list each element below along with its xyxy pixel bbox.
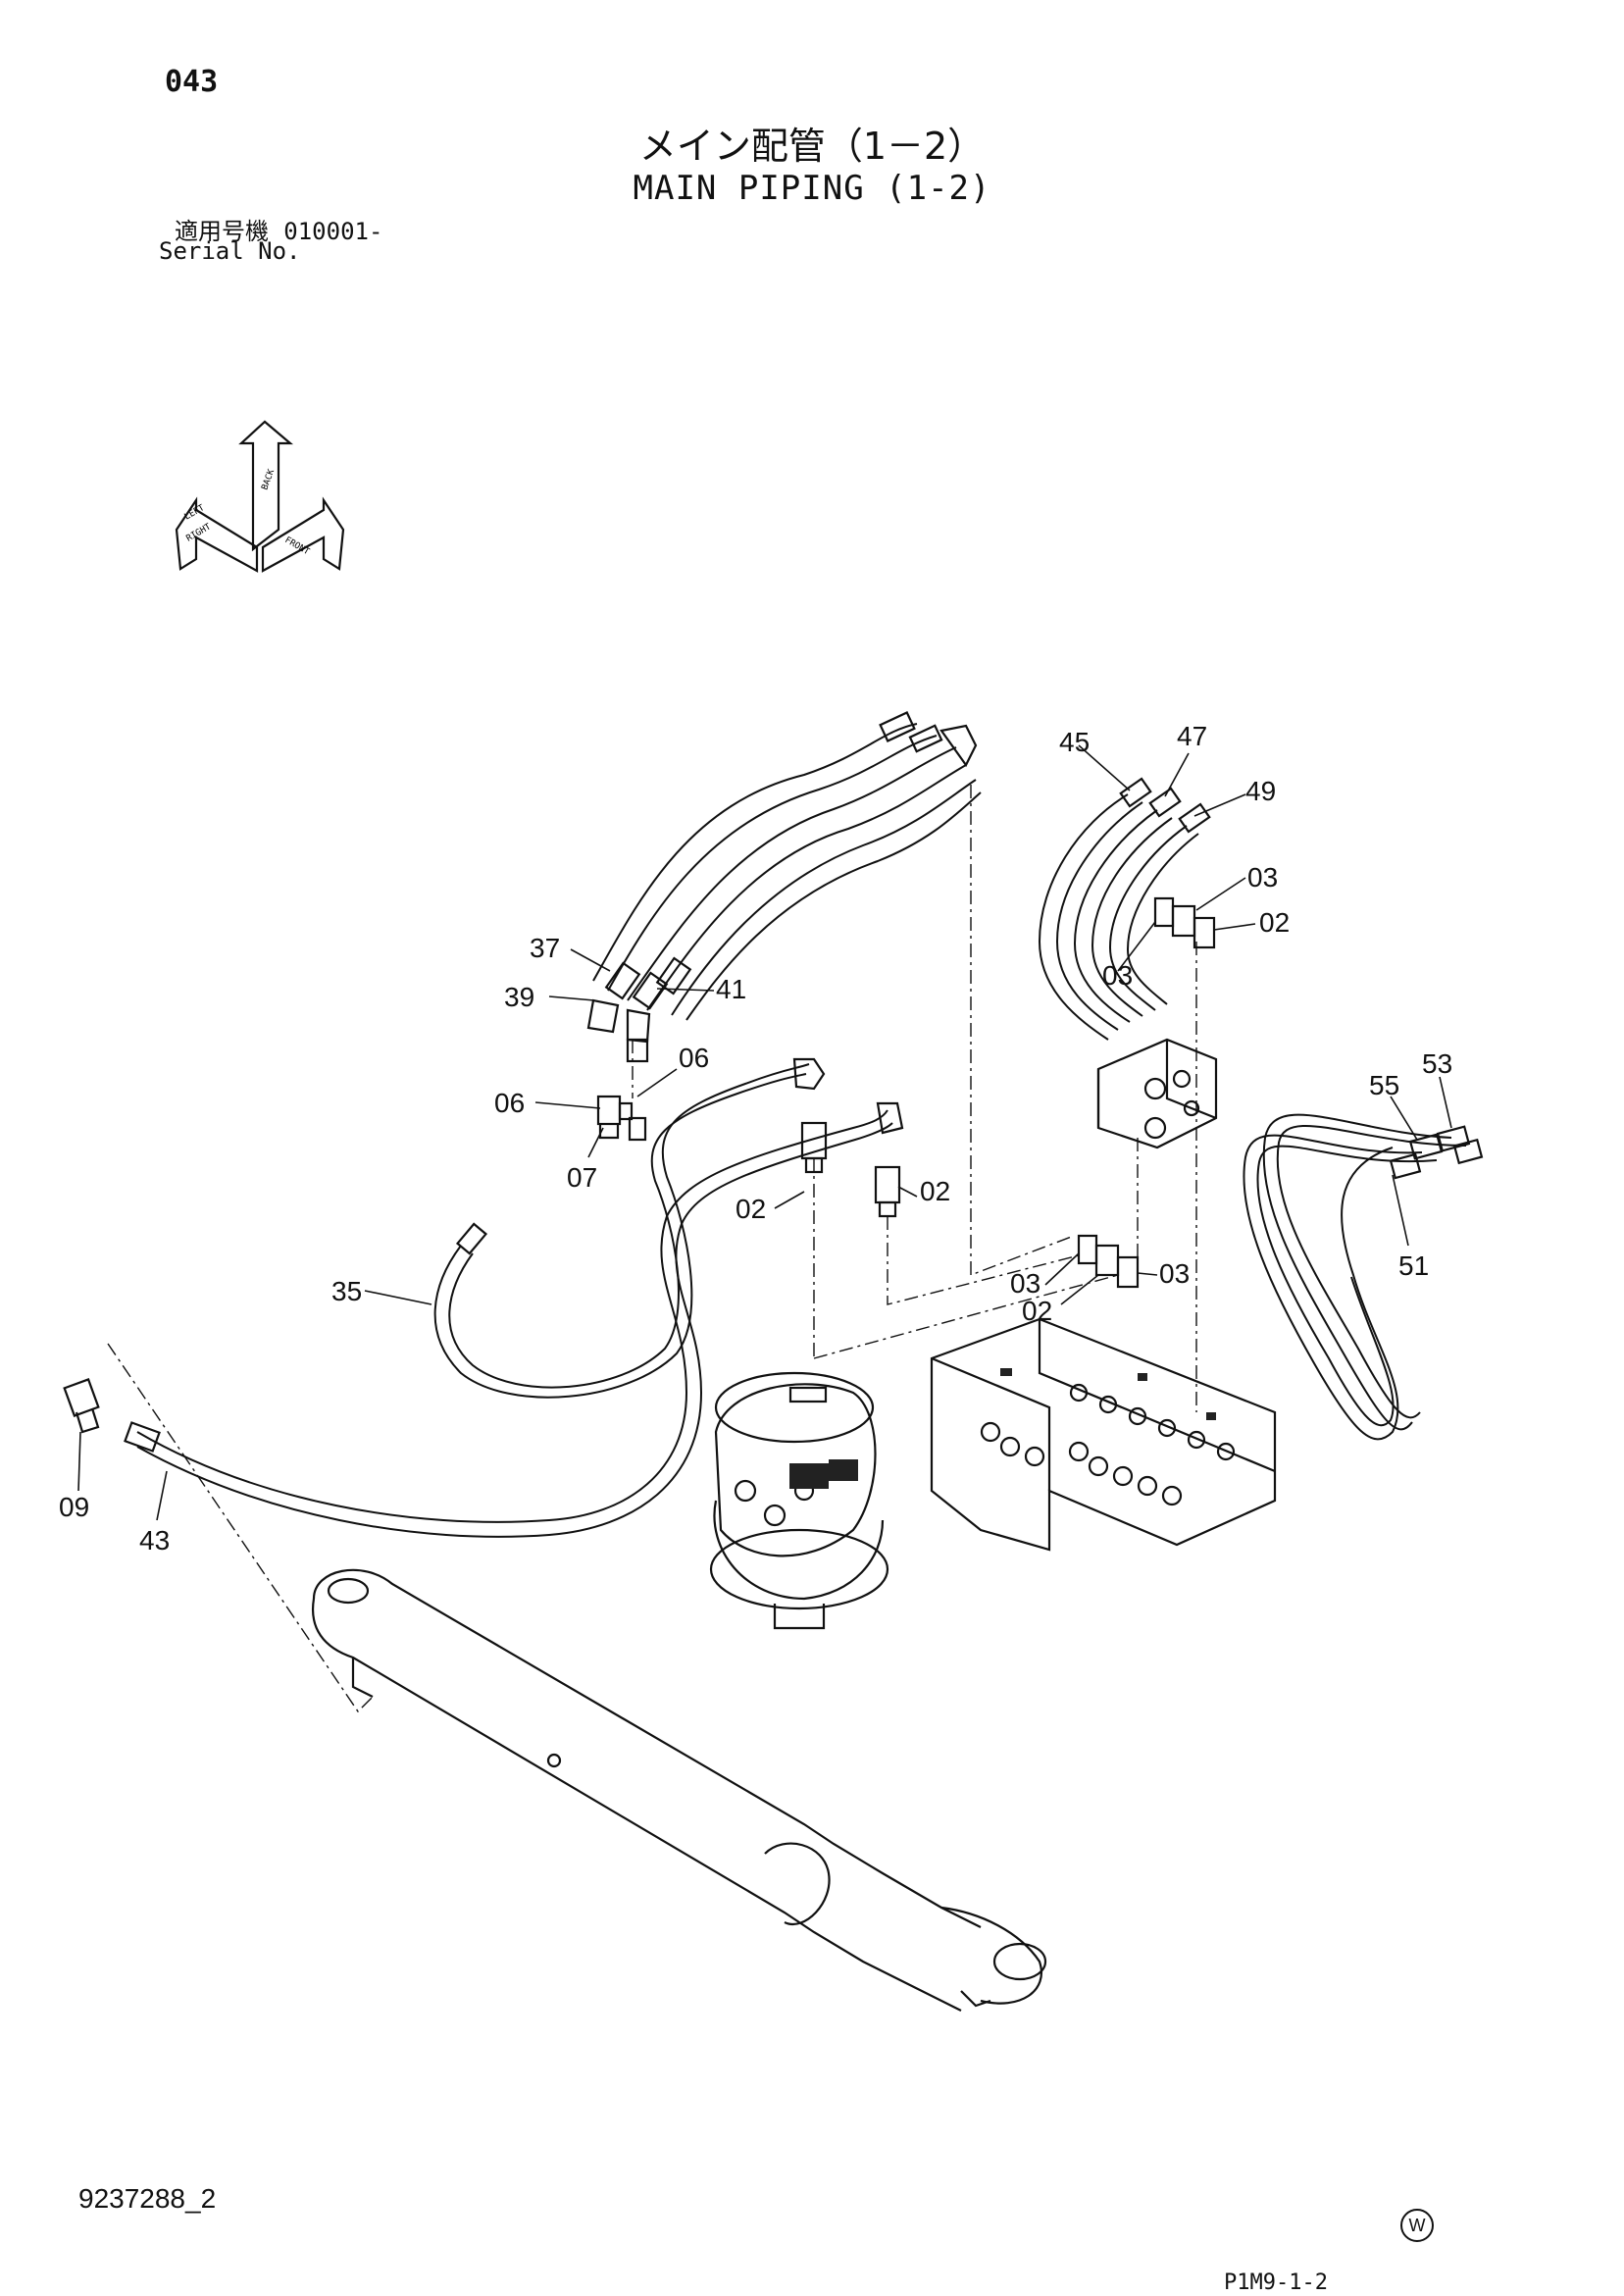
callout-02-upper-right: 02 (1259, 907, 1290, 938)
swing-motor (709, 1371, 889, 1630)
arrow-label-right: RIGHT (185, 522, 214, 543)
callout-53: 53 (1422, 1048, 1452, 1079)
document-id: 9237288_2 (78, 2183, 217, 2214)
callout-41: 41 (716, 974, 746, 1004)
callout-47: 47 (1177, 721, 1207, 751)
callout-06-left: 06 (494, 1088, 525, 1118)
hose-35 (433, 1057, 826, 1399)
serial-value: 010001- (283, 218, 383, 245)
fitting-group-06-07 (596, 1095, 647, 1142)
arrow-label-back: BACK (260, 468, 277, 491)
callout-49: 49 (1245, 776, 1276, 806)
callout-37: 37 (530, 933, 560, 963)
manifold-block (1096, 1038, 1218, 1149)
callout-03-mid-right: 03 (1159, 1258, 1190, 1289)
serial-label-english: Serial No. (159, 237, 301, 265)
fitting-02-right (874, 1165, 901, 1218)
svg-text:RIGHT: RIGHT (185, 522, 214, 543)
page-code: P1M9-1-2 (1224, 2270, 1328, 2295)
svg-text:BACK: BACK (260, 468, 277, 491)
callout-35: 35 (331, 1276, 362, 1306)
callout-43: 43 (139, 1525, 170, 1556)
page-title-japanese: メイン配管（1－2） (638, 125, 986, 168)
callout-02-mid-lower: 02 (1022, 1296, 1052, 1326)
orientation-arrows-icon: LEFT RIGHT BACK FRONT (175, 420, 345, 573)
page-title-english: MAIN PIPING (1-2) (633, 169, 991, 208)
callout-07: 07 (567, 1162, 597, 1193)
callout-51: 51 (1398, 1250, 1429, 1281)
assembly-lines (107, 785, 1197, 1713)
hydraulic-cylinder (311, 1568, 1047, 2012)
hose-bundle-upper-right (1038, 777, 1211, 1041)
callout-03-mid-left: 03 (1010, 1268, 1040, 1299)
arrow-label-front: FRONT (283, 536, 312, 557)
serial-label-japanese: 適用号機 (175, 218, 269, 245)
control-valve (930, 1317, 1277, 1552)
callout-03-upper-left: 03 (1102, 960, 1133, 991)
svg-text:FRONT: FRONT (283, 536, 312, 557)
hose-bundle-upper-left (586, 711, 982, 1063)
fitting-09 (63, 1378, 100, 1434)
callout-39: 39 (504, 982, 534, 1012)
callout-45: 45 (1059, 727, 1090, 757)
valve-spools (980, 1368, 1236, 1506)
hose-43 (124, 1101, 904, 1538)
callout-55: 55 (1369, 1070, 1399, 1100)
arrow-label-left: LEFT (183, 503, 207, 523)
page-number: 043 (165, 65, 219, 99)
callout-09: 09 (59, 1492, 89, 1522)
callout-06-right: 06 (679, 1043, 709, 1073)
hose-bundle-right (1243, 1113, 1484, 1441)
callout-03-upper-right: 03 (1247, 862, 1278, 893)
svg-text:LEFT: LEFT (183, 503, 207, 523)
leader-lines (77, 744, 1452, 1521)
circled-mark: W (1400, 2209, 1434, 2242)
callout-02-mid-left: 02 (736, 1194, 766, 1224)
fitting-group-03-02-upper (1153, 896, 1216, 949)
serial-row: 適用号機 010001- (175, 212, 382, 246)
callout-02-mid-right: 02 (920, 1176, 950, 1206)
fitting-group-03-02-lower (1077, 1234, 1140, 1289)
